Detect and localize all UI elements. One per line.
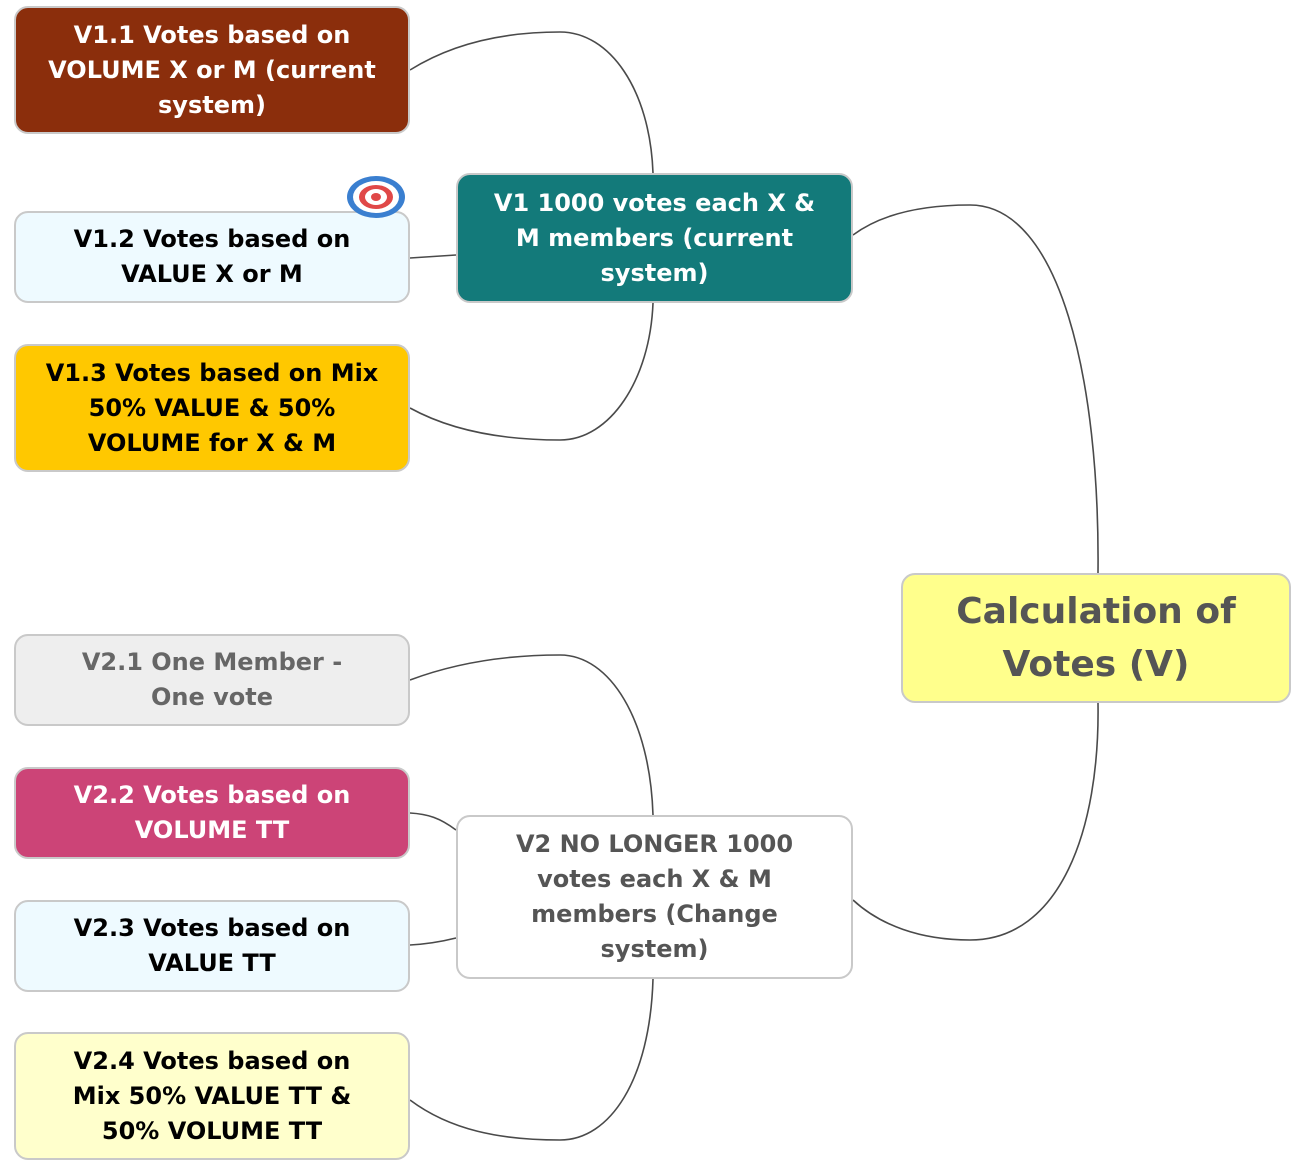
node-v1-1-volume-current[interactable]: V1.1 Votes based on VOLUME X or M (curre…: [14, 6, 410, 134]
node-v1-3-mix[interactable]: V1.3 Votes based on Mix 50% VALUE & 50% …: [14, 344, 410, 472]
connector-v2-v23: [409, 937, 457, 946]
connector-v1-v13: [409, 302, 654, 441]
node-v2-1-one-member-one-vote[interactable]: V2.1 One Member - One vote: [14, 634, 410, 726]
connector-v2-v22: [409, 812, 457, 831]
node-v2-3-value-tt[interactable]: V2.3 Votes based on VALUE TT: [14, 900, 410, 992]
node-v1-1000-votes[interactable]: V1 1000 votes each X & M members (curren…: [456, 173, 853, 303]
connector-v1-v12: [409, 254, 457, 259]
connector-v2-v21: [409, 654, 654, 816]
connector-v2-v24: [409, 978, 654, 1141]
target-icon: [347, 176, 405, 218]
connector-root-v2: [852, 702, 1099, 941]
connector-root-v1: [852, 204, 1099, 574]
node-root-calculation-of-votes[interactable]: Calculation of Votes (V): [901, 573, 1291, 703]
connector-v1-v11: [409, 31, 654, 174]
node-v2-2-volume-tt[interactable]: V2.2 Votes based on VOLUME TT: [14, 767, 410, 859]
node-v2-no-longer-1000[interactable]: V2 NO LONGER 1000 votes each X & M membe…: [456, 815, 853, 979]
node-v1-2-value[interactable]: V1.2 Votes based on VALUE X or M: [14, 211, 410, 303]
node-v2-4-mix-tt[interactable]: V2.4 Votes based on Mix 50% VALUE TT & 5…: [14, 1032, 410, 1160]
